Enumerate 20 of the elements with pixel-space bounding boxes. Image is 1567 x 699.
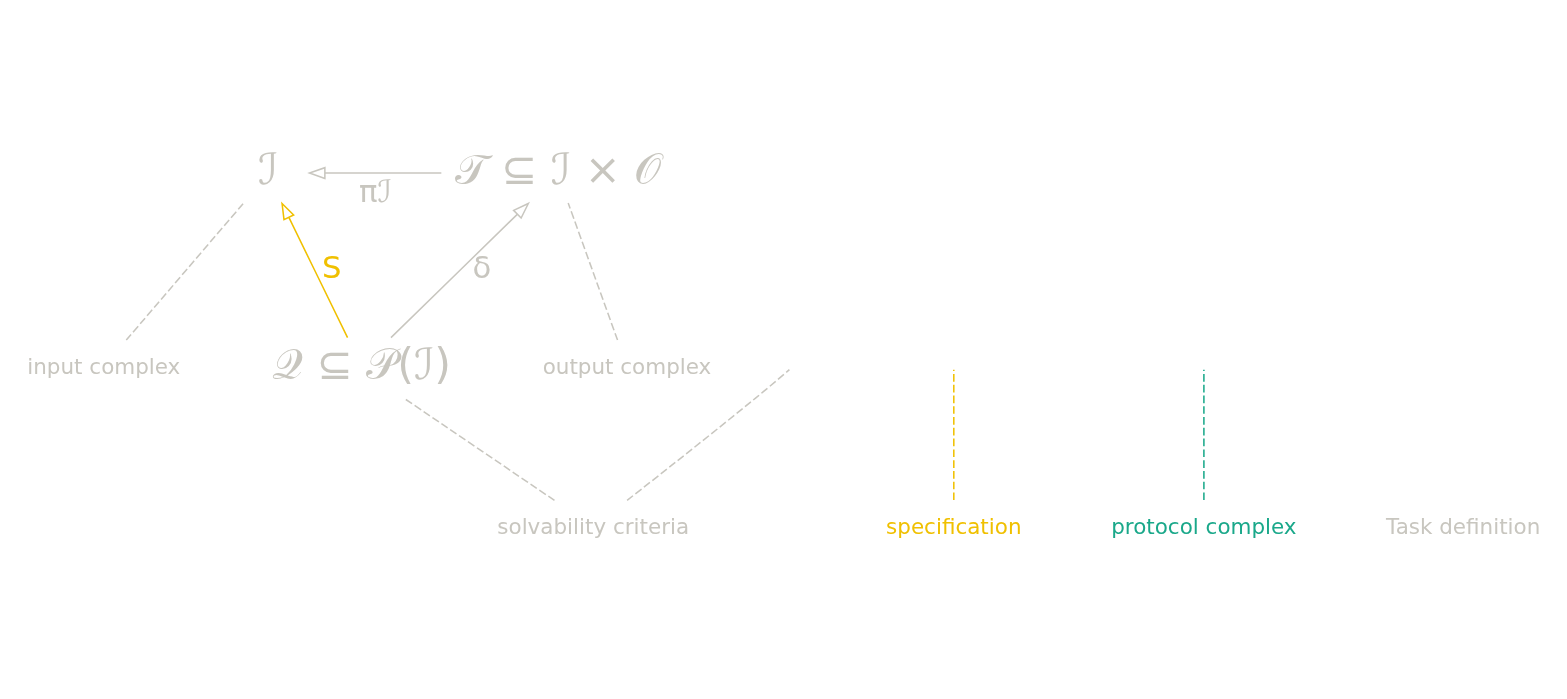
connector — [626, 368, 791, 502]
edge-label: S — [321, 250, 342, 286]
arrow — [281, 201, 349, 339]
connector — [1203, 368, 1205, 501]
node-text: 𝒬 ⊆ 𝒫(ℐ) — [272, 338, 452, 389]
arrow — [390, 201, 530, 339]
node-text: specification — [886, 513, 1022, 539]
edge-label: πℐ — [358, 174, 392, 210]
node-text: 𝒯 ⊆ ℐ × 𝒪 — [454, 143, 662, 194]
arrow — [307, 166, 443, 180]
edge-label: δ — [472, 250, 492, 286]
node-text: solvability criteria — [497, 513, 690, 539]
node-text: output complex — [542, 353, 712, 379]
node-text: input complex — [27, 353, 181, 379]
connector — [953, 368, 955, 501]
label: Task definition — [1386, 513, 1541, 539]
connector — [125, 202, 245, 341]
node-text: protocol complex — [1111, 513, 1297, 539]
connector — [567, 202, 619, 341]
node-text: ℐ — [257, 143, 279, 194]
